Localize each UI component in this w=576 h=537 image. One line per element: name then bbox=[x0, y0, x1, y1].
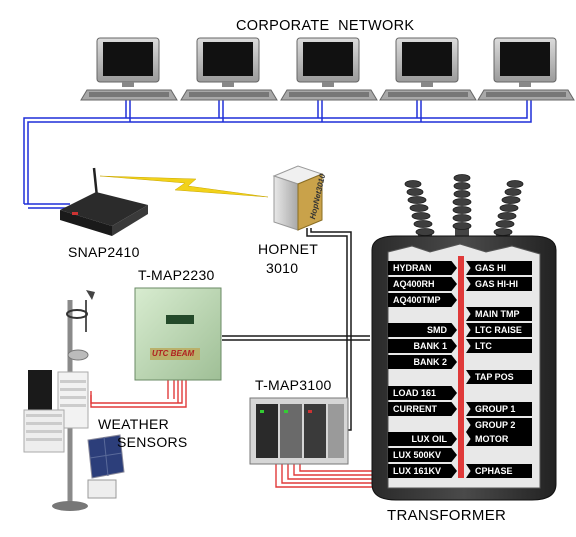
tag-lux-500kv: LUX 500KV bbox=[388, 448, 457, 462]
tag-smd: SMD bbox=[388, 323, 457, 337]
tag-gas-hi-hi: GAS HI-HI bbox=[466, 277, 532, 291]
sensor-wires bbox=[90, 377, 372, 488]
weather-station bbox=[23, 290, 125, 511]
weather-label-line2: SENSORS bbox=[117, 434, 188, 450]
tag-group-1: GROUP 1 bbox=[466, 402, 532, 416]
weather-label-line1: WEATHER bbox=[98, 416, 170, 432]
computer-2 bbox=[180, 37, 278, 101]
network-bus bbox=[23, 100, 532, 209]
hopnet-label-line2: 3010 bbox=[266, 260, 299, 276]
tag-cphase: CPHASE bbox=[466, 464, 532, 478]
tag-group-2: GROUP 2 bbox=[466, 418, 532, 432]
tag-current: CURRENT bbox=[388, 402, 457, 416]
tmap3100-rack bbox=[249, 397, 349, 465]
tag-load-161: LOAD 161 bbox=[388, 386, 457, 400]
tag-lux-161kv: LUX 161KV bbox=[388, 464, 457, 478]
tag-aq400rh: AQ400RH bbox=[388, 277, 457, 291]
tag-bank-2: BANK 2 bbox=[388, 355, 457, 369]
tmap2230-badge: UTC BEAM bbox=[152, 349, 195, 358]
tag-aq400tmp: AQ400TMP bbox=[388, 293, 457, 307]
tag-gas-hi: GAS HI bbox=[466, 261, 532, 275]
computer-4 bbox=[379, 37, 477, 101]
tmap2230-label: T-MAP2230 bbox=[138, 267, 215, 283]
tmap3100-label: T-MAP3100 bbox=[255, 377, 332, 393]
computer-1 bbox=[80, 37, 178, 101]
computer-5 bbox=[477, 37, 575, 101]
tag-motor: MOTOR bbox=[466, 432, 532, 446]
data-wires bbox=[222, 228, 370, 431]
tag-main-tmp: MAIN TMP bbox=[466, 307, 532, 321]
tag-ltc-raise: LTC RAISE bbox=[466, 323, 532, 337]
tag-tap-pos: TAP POS bbox=[466, 370, 532, 384]
tag-hydran: HYDRAN bbox=[388, 261, 457, 275]
transformer-label: TRANSFORMER bbox=[387, 507, 507, 524]
corporate-network-title: CORPORATE NETWORK bbox=[236, 18, 415, 34]
snap-router bbox=[60, 167, 148, 236]
computer-3 bbox=[280, 37, 378, 101]
snap-label: SNAP2410 bbox=[68, 244, 140, 260]
hopnet-device bbox=[272, 165, 324, 231]
tmap2230-panel bbox=[134, 287, 222, 381]
tag-bank-1: BANK 1 bbox=[388, 339, 457, 353]
tag-ltc-lower: LTC LOWER bbox=[466, 339, 532, 353]
wireless-bolt bbox=[99, 175, 269, 198]
tag-lux-oil: LUX OIL bbox=[388, 432, 457, 446]
hopnet-label-line1: HOPNET bbox=[258, 241, 319, 257]
